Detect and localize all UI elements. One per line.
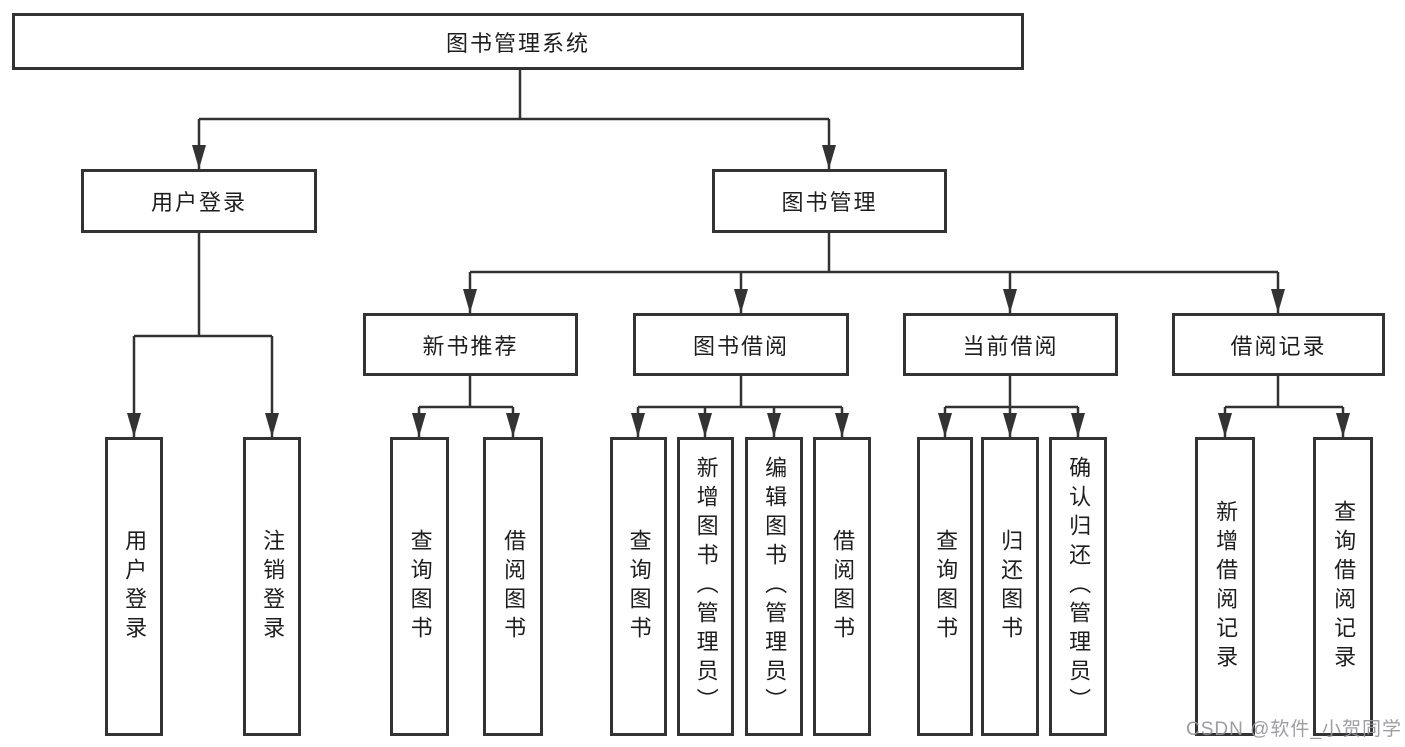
- node-book-borrowing: 图书借阅: [633, 313, 849, 376]
- watermark: CSDN @软件_小贺同学: [1186, 719, 1402, 740]
- leaf-add-book-admin: 新增图书（管理员）: [677, 437, 734, 736]
- leaf-add-borrow-record: 新增借阅记录: [1195, 437, 1255, 736]
- node-library-management-system: 图书管理系统: [12, 13, 1024, 70]
- node-borrowing-records: 借阅记录: [1172, 313, 1385, 376]
- leaf-edit-book-admin: 编辑图书（管理员）: [745, 437, 803, 736]
- leaf-logout: 注销登录: [243, 437, 301, 736]
- leaf-query-book-recommend: 查询图书: [390, 437, 449, 736]
- leaf-query-book-borrowing: 查询图书: [610, 437, 667, 736]
- node-user-login: 用户登录: [81, 169, 317, 233]
- leaf-return-book: 归还图书: [981, 437, 1039, 736]
- leaf-borrow-book-borrowing: 借阅图书: [813, 437, 871, 736]
- node-current-borrowing: 当前借阅: [903, 313, 1118, 376]
- node-new-book-recommendation: 新书推荐: [363, 313, 578, 376]
- connector-segment: [134, 70, 1343, 409]
- leaf-query-borrow-record: 查询借阅记录: [1313, 437, 1373, 736]
- leaf-query-book-current: 查询图书: [917, 437, 973, 736]
- leaf-confirm-return-admin: 确认归还（管理员）: [1049, 437, 1107, 736]
- node-book-management: 图书管理: [712, 169, 947, 233]
- leaf-borrow-book-recommend: 借阅图书: [483, 437, 543, 736]
- leaf-user-login: 用户登录: [105, 437, 163, 736]
